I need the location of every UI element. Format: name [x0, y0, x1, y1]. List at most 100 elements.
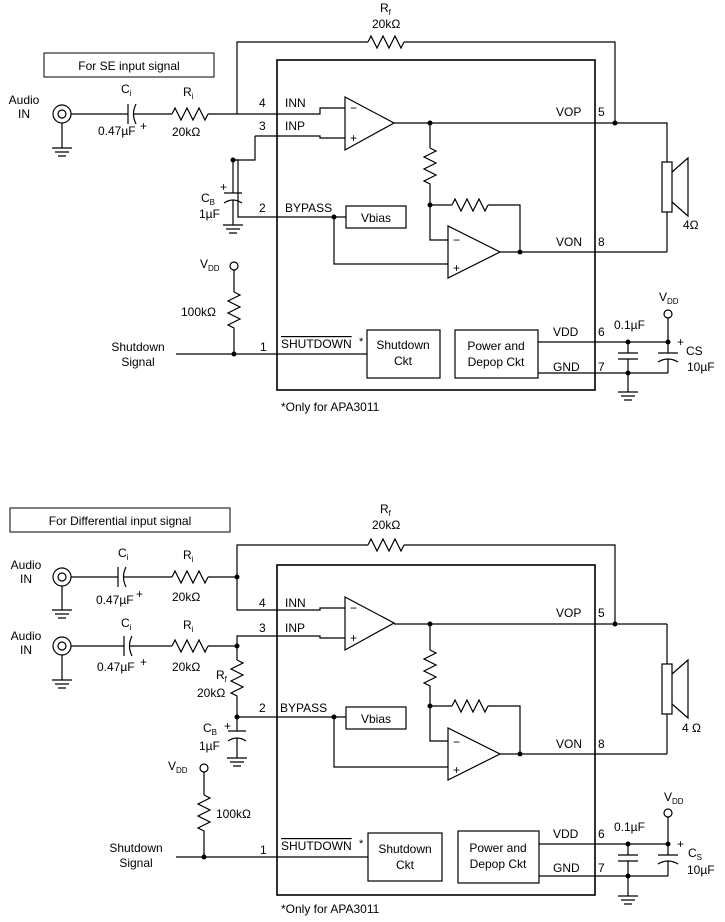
se-ri-label: Ri	[183, 85, 194, 101]
se-cb-capacitor-icon	[223, 185, 243, 234]
se-rf-resistor-icon	[367, 34, 405, 50]
diff-audio-in2-line1: Audio	[11, 629, 42, 643]
diff-ri1-resistor-icon	[171, 569, 209, 585]
diff-power-ckt-line1: Power and	[469, 841, 526, 855]
diff-circuit: For Differential input signal Audio IN C…	[9, 502, 715, 916]
diff-speaker-icon	[661, 658, 689, 720]
se-pin-shutdown: SHUTDOWN	[281, 337, 352, 351]
diff-opamp1-icon	[344, 596, 396, 652]
se-vbias-label: Vbias	[361, 211, 391, 225]
se-opamp2-minus: −	[453, 233, 460, 247]
se-cs-capacitor-icon	[657, 342, 679, 373]
se-power-ckt-line2: Depop Ckt	[468, 355, 525, 369]
se-rf-label: Rf	[380, 1, 392, 17]
se-chip-outline	[276, 59, 596, 391]
diff-rf2-resistor-icon	[229, 659, 245, 717]
se-rf-value: 20kΩ	[372, 17, 400, 31]
diff-opamp2-icon	[447, 727, 502, 781]
diff-vbias-box	[345, 706, 407, 730]
diff-ri1-label: Ri	[183, 548, 194, 564]
diff-vdd-terminal-icon	[199, 763, 209, 773]
diff-opamp1-plus: +	[350, 631, 357, 645]
diff-cb-capacitor-icon	[227, 717, 247, 767]
se-ground-icon	[618, 373, 638, 401]
se-pullup-value: 100kΩ	[181, 305, 216, 319]
diff-ri1-value: 20kΩ	[172, 590, 200, 604]
se-shutdown-ckt-line1: Shutdown	[376, 338, 429, 352]
diff-speaker-impedance: 4 Ω	[682, 721, 701, 735]
se-opamp1-icon	[344, 96, 396, 152]
se-ci-value: 0.47µF	[98, 124, 136, 138]
se-pullup-resistor-icon	[226, 291, 242, 354]
se-cs-plus: +	[677, 335, 684, 349]
se-pin7-number: 7	[598, 360, 605, 374]
se-speaker-impedance: 4Ω	[683, 218, 699, 232]
se-circuit: For SE input signal Audio IN Ci 0.47µF +…	[9, 1, 715, 414]
diff-ri2-resistor-icon	[171, 638, 209, 654]
se-shutdown-signal-line1: Shutdown	[111, 340, 164, 354]
se-pin1-number: 1	[260, 340, 267, 354]
se-pin-shutdown-mark: *	[359, 336, 364, 348]
se-pin-vdd: VDD	[553, 325, 579, 339]
diff-power-ckt-line2: Depop Ckt	[470, 857, 527, 871]
diff-audio-jack2-icon	[52, 636, 72, 689]
se-pin-inn: INN	[285, 96, 306, 110]
se-shutdown-ckt-box	[366, 329, 441, 379]
se-pin4-number: 4	[259, 96, 266, 110]
diff-pin4-number: 4	[259, 596, 266, 610]
se-opamp2-icon	[447, 225, 502, 279]
se-audio-in-line1: Audio	[9, 93, 40, 107]
se-power-ckt-line1: Power and	[467, 339, 524, 353]
diff-internal-r1-icon	[422, 649, 438, 706]
se-power-ckt-box	[454, 329, 539, 379]
diff-ci2-capacitor-icon	[123, 635, 133, 657]
diff-pin-shutdown-mark: *	[359, 838, 364, 850]
se-pin3-number: 3	[259, 119, 266, 133]
diff-pin8-number: 8	[598, 737, 605, 751]
diff-ci1-label: Ci	[118, 546, 129, 562]
se-pin2-number: 2	[259, 201, 266, 215]
se-vdd-terminal-icon	[229, 261, 239, 271]
se-ci-label: Ci	[121, 82, 132, 98]
diff-pullup-resistor-icon	[196, 794, 212, 857]
diff-ci2-label: Ci	[121, 616, 132, 632]
diff-pin7-number: 7	[598, 861, 605, 875]
diff-opamp2-plus: +	[453, 763, 460, 777]
diff-pin-shutdown: SHUTDOWN	[281, 839, 352, 853]
se-audio-jack-icon	[52, 104, 72, 157]
se-cs-value: 10µF	[687, 360, 715, 374]
diff-cs-capacitor-icon	[657, 844, 679, 876]
diff-rf-label: Rf	[380, 502, 392, 518]
diff-cap-0p1-icon	[618, 844, 638, 876]
se-pin-vop: VOP	[556, 105, 581, 119]
diff-rf2-value: 20kΩ	[197, 686, 225, 700]
diff-rf-resistor-icon	[367, 537, 405, 553]
se-pin-bypass: BYPASS	[285, 201, 332, 215]
diff-cs-value: 10µF	[687, 863, 715, 877]
se-opamp2-plus: +	[453, 261, 460, 275]
se-pin5-number: 5	[598, 105, 605, 119]
se-caption: For SE input signal	[78, 59, 179, 73]
diff-rf2-label: Rf	[216, 668, 228, 684]
diff-caption-box	[9, 507, 231, 533]
diff-vdd-label: VDD	[168, 759, 188, 775]
diff-pullup-value: 100kΩ	[216, 807, 251, 821]
diff-ci1-value: 0.47µF	[96, 593, 134, 607]
diff-cb-label: CB	[203, 721, 217, 737]
diff-ri2-value: 20kΩ	[172, 660, 200, 674]
diff-audio-in1-line2: IN	[20, 572, 32, 586]
se-cs-label: CS	[686, 344, 703, 358]
diff-pin-inn: INN	[285, 596, 306, 610]
diff-shutdown-ckt-box	[367, 832, 443, 882]
se-internal-r2-icon	[451, 197, 489, 213]
se-internal-r1-icon	[422, 147, 438, 205]
diff-power-ckt-box	[457, 830, 540, 884]
se-cb-value: 1µF	[199, 207, 220, 221]
se-pin-inp: INP	[285, 119, 305, 133]
diff-pin-vdd: VDD	[553, 827, 579, 841]
se-cap-0p1-icon	[618, 342, 638, 373]
diff-ci2-plus: +	[140, 655, 147, 669]
diff-ground-icon	[618, 876, 638, 905]
se-vbias-box	[345, 205, 407, 229]
diff-ci1-capacitor-icon	[117, 566, 127, 588]
